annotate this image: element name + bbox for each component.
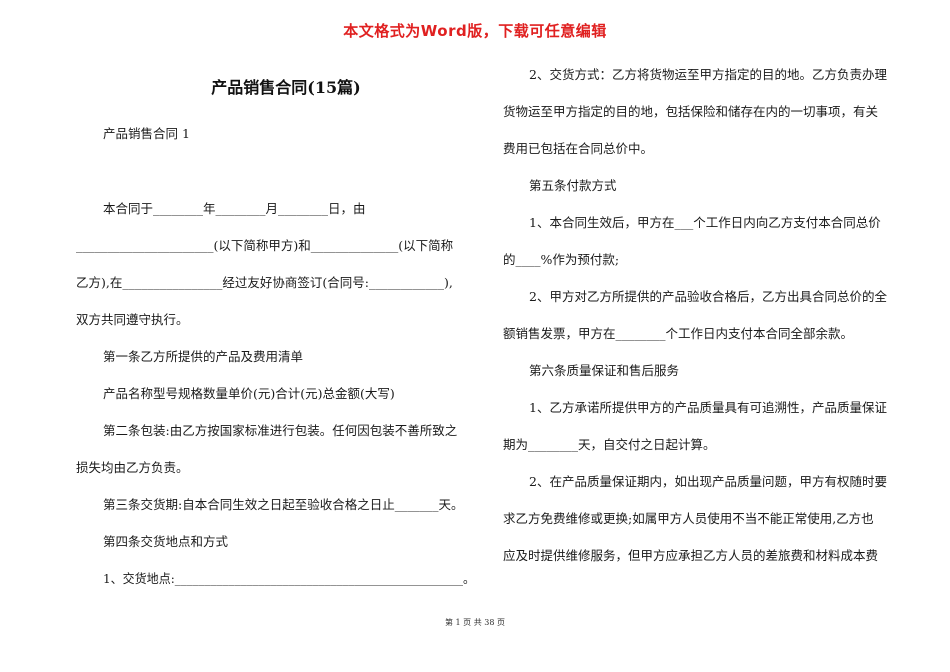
paragraph-line: 第三条交货期:自本合同生效之日起至验收合格之日止_______天。 xyxy=(103,497,464,512)
paragraph-line: 损失均由乙方负责。 xyxy=(76,460,189,475)
clause-heading: 第五条付款方式 xyxy=(529,178,617,193)
document-title: 产品销售合同(15篇) xyxy=(211,78,361,97)
paragraph-line: ______________________(以下简称甲方)和_________… xyxy=(76,238,454,253)
paragraph-line: 期为________天，自交付之日起计算。 xyxy=(503,437,716,452)
paragraph-line: 1、本合同生效后，甲方在___个工作日内向乙方支付本合同总价 xyxy=(529,215,881,230)
clause-heading: 第一条乙方所提供的产品及费用清单 xyxy=(103,349,304,364)
format-banner: 本文格式为Word版，下载可任意编辑 xyxy=(343,22,607,40)
paragraph-line: 2、甲方对乙方所提供的产品验收合格后，乙方出具合同总价的全 xyxy=(529,289,887,304)
paragraph-line: 产品名称型号规格数量单价(元)合计(元)总金额(大写) xyxy=(103,386,395,401)
paragraph-line: 第二条包装:由乙方按国家标准进行包装。任何因包装不善所致之 xyxy=(103,423,458,438)
paragraph-line: 1、乙方承诺所提供甲方的产品质量具有可追溯性，产品质量保证 xyxy=(529,400,887,415)
contract-heading: 产品销售合同 1 xyxy=(103,126,190,141)
paragraph-line: 2、在产品质量保证期内，如出现产品质量问题，甲方有权随时要 xyxy=(529,474,887,489)
page-number: 第 1 页 共 38 页 xyxy=(445,618,505,627)
paragraph-line: 双方共同遵守执行。 xyxy=(76,312,189,327)
paragraph-line: 本合同于________年________月________日，由 xyxy=(103,201,366,216)
paragraph-line: 乙方),在________________经过友好协商签订(合同号:______… xyxy=(76,275,453,290)
paragraph-line: 费用已包括在合同总价中。 xyxy=(503,141,654,156)
clause-heading: 第六条质量保证和售后服务 xyxy=(529,363,680,378)
paragraph-line: 应及时提供维修服务，但甲方应承担乙方人员的差旅费和材料成本费 xyxy=(503,548,879,563)
paragraph-line: 2、交货方式：乙方将货物运至甲方指定的目的地。乙方负责办理 xyxy=(529,67,887,82)
paragraph-line: 的____%作为预付款; xyxy=(503,252,620,267)
clause-heading: 第四条交货地点和方式 xyxy=(103,534,229,549)
paragraph-line: 求乙方免费维修或更换;如属甲方人员使用不当不能正常使用,乙方也 xyxy=(503,511,874,526)
paragraph-line: 1、交货地点:_________________________________… xyxy=(103,571,476,586)
paragraph-line: 货物运至甲方指定的目的地，包括保险和储存在内的一切事项，有关 xyxy=(503,104,879,119)
paragraph-line: 额销售发票，甲方在________个工作日内支付本合同全部余款。 xyxy=(503,326,854,341)
